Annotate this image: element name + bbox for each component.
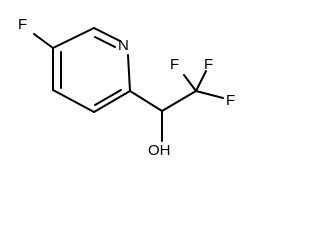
hydroxyl-group: OH bbox=[148, 142, 171, 159]
bond-carbinol-cf3 bbox=[161, 90, 197, 112]
ring-bond-c3-c4 bbox=[52, 89, 95, 113]
fluorine-atom-right: F bbox=[226, 92, 235, 109]
ring-bond-n1-c2 bbox=[127, 54, 131, 92]
bond-cf3-left-fluorine bbox=[183, 74, 197, 92]
bond-c5-f bbox=[33, 33, 54, 49]
ring-bond-c6-n1-inner bbox=[94, 36, 116, 48]
fluorine-atom-top: F bbox=[204, 56, 213, 73]
ring-bond-c6-n1 bbox=[93, 27, 121, 42]
structure-canvas: F N F F F OH bbox=[18, 16, 235, 159]
ring-bond-c2-c3 bbox=[93, 90, 131, 113]
fluorine-atom-left: F bbox=[170, 56, 179, 73]
chemical-structure-diagram: F N F F F OH bbox=[18, 16, 235, 159]
bond-cf3-right-fluorine bbox=[195, 90, 224, 99]
fluorine-atom-ring: F bbox=[18, 16, 27, 33]
nitrogen-atom: N bbox=[118, 37, 129, 54]
ring-bond-c5-c6 bbox=[52, 27, 95, 49]
bond-c2-carbinol bbox=[129, 90, 163, 112]
bond-cf3-top-fluorine bbox=[195, 70, 207, 92]
ring-bond-c2-c3-inner bbox=[94, 89, 122, 106]
